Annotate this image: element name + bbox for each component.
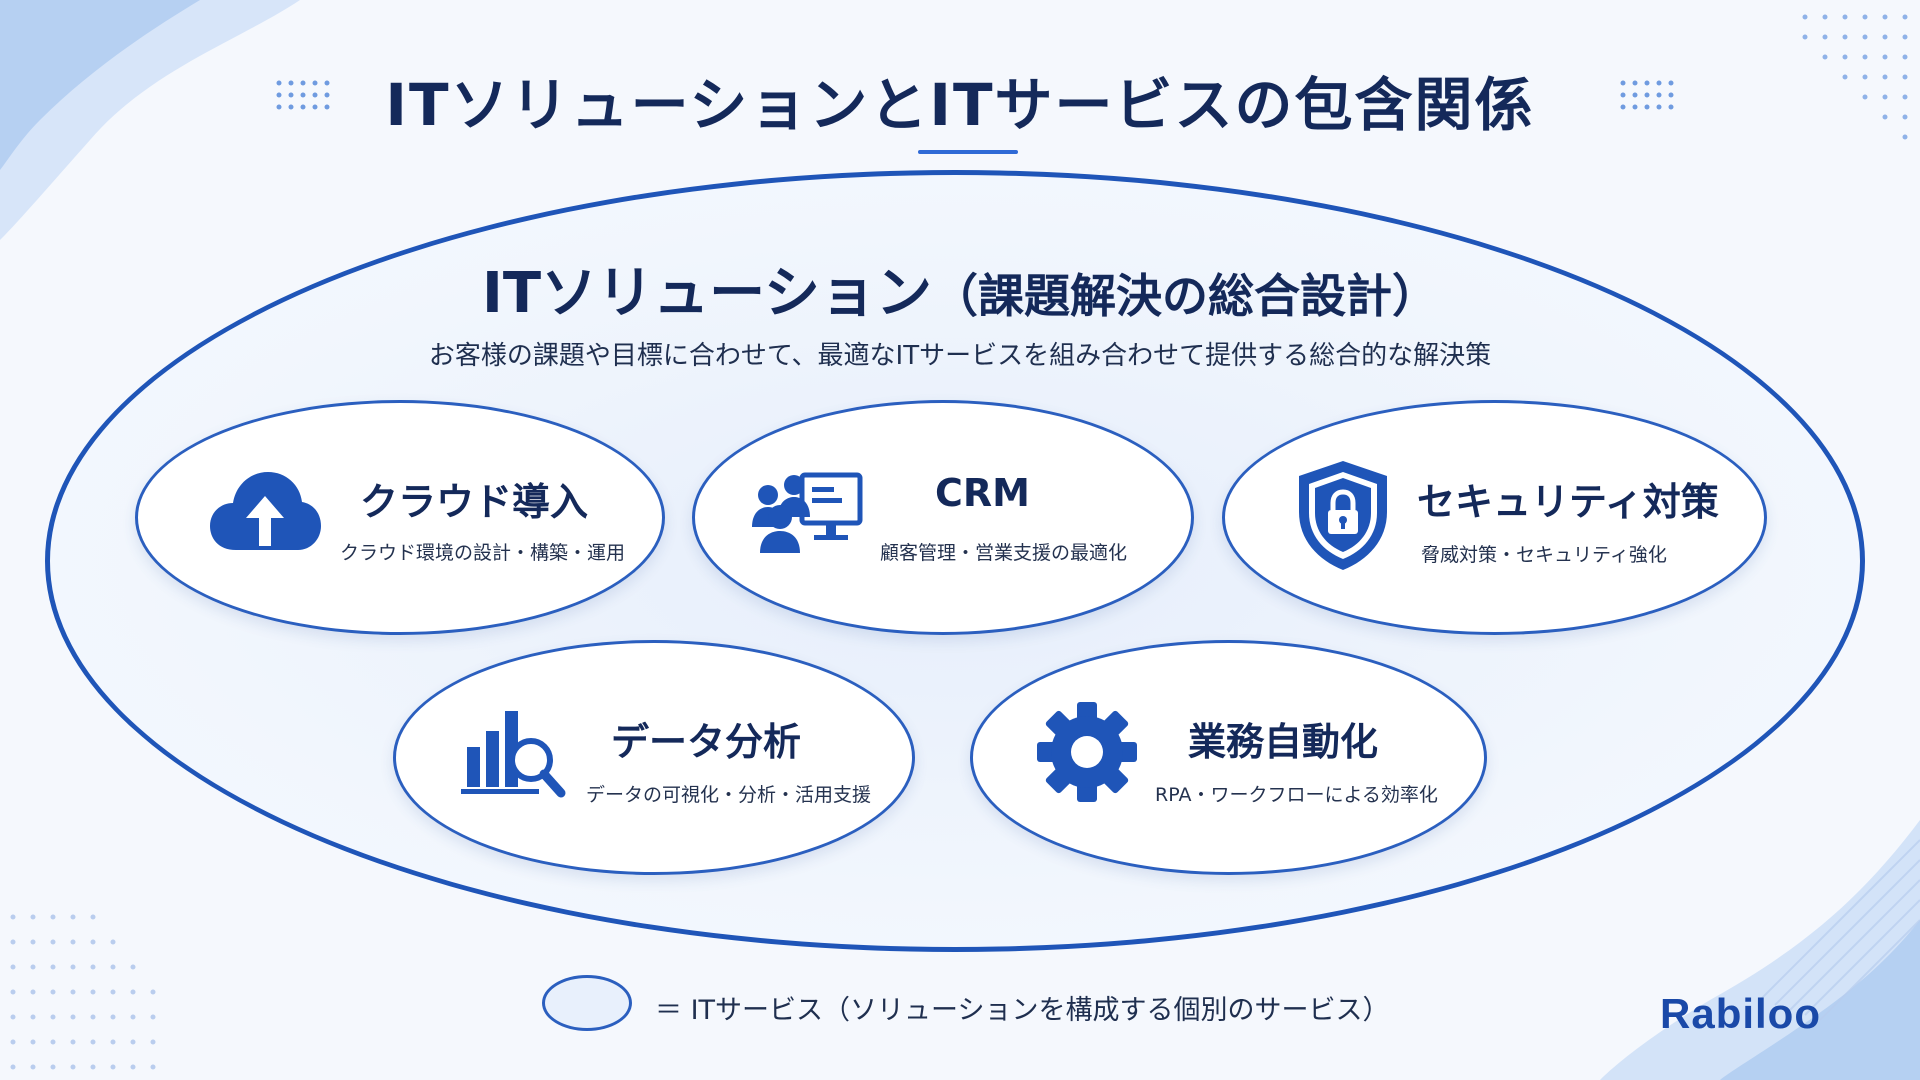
- service-description: クラウド環境の設計・構築・運用: [340, 542, 626, 564]
- page-title: ITソリューションとITサービスの包含関係: [385, 71, 1535, 139]
- dot-grid-top-left: [276, 80, 330, 110]
- rabiloo-logo: Rabiloo: [1660, 990, 1821, 1037]
- solution-title-sub: （課題解決の総合設計）: [931, 269, 1438, 323]
- service-description: 顧客管理・営業支援の最適化: [880, 542, 1128, 564]
- title-underline: [918, 150, 1018, 154]
- solution-description: お客様の課題や目標に合わせて、最適なITサービスを組み合わせて提供する総合的な解…: [428, 341, 1492, 371]
- service-automation: 業務自動化 RPA・ワークフローによる効率化: [970, 640, 1487, 875]
- service-crm: CRM 顧客管理・営業支援の最適化: [692, 400, 1194, 635]
- crm-users-icon: [752, 472, 863, 553]
- legend-ellipse: [542, 975, 632, 1031]
- service-security: セキュリティ対策 脅威対策・セキュリティ強化: [1222, 400, 1767, 635]
- gear-icon: [1037, 702, 1137, 802]
- service-description: データの可視化・分析・活用支援: [586, 784, 872, 806]
- service-name: データ分析: [611, 720, 802, 764]
- chart-search-icon: [461, 711, 566, 798]
- cloud-upload-icon: [210, 472, 321, 550]
- service-description: RPA・ワークフローによる効率化: [1155, 784, 1438, 806]
- service-description: 脅威対策・セキュリティ強化: [1421, 544, 1667, 566]
- dot-grid-bottom-left: [10, 914, 156, 1070]
- solution-title: ITソリューション（課題解決の総合設計）: [0, 248, 1920, 329]
- service-name: クラウド導入: [360, 480, 589, 524]
- service-name: CRM: [935, 471, 1030, 515]
- service-name: 業務自動化: [1188, 720, 1379, 764]
- legend-text: ＝ ITサービス（ソリューションを構成する個別のサービス）: [655, 995, 1390, 1026]
- solution-title-main: ITソリューション: [482, 261, 932, 326]
- dot-grid-corner-top-right: [1802, 14, 1908, 140]
- dot-grid-top-right: [1620, 80, 1674, 110]
- shield-lock-icon: [1299, 461, 1387, 570]
- service-name: セキュリティ対策: [1417, 480, 1719, 524]
- service-data-analysis: データ分析 データの可視化・分析・活用支援: [393, 640, 915, 875]
- service-cloud: クラウド導入 クラウド環境の設計・構築・運用: [135, 400, 665, 635]
